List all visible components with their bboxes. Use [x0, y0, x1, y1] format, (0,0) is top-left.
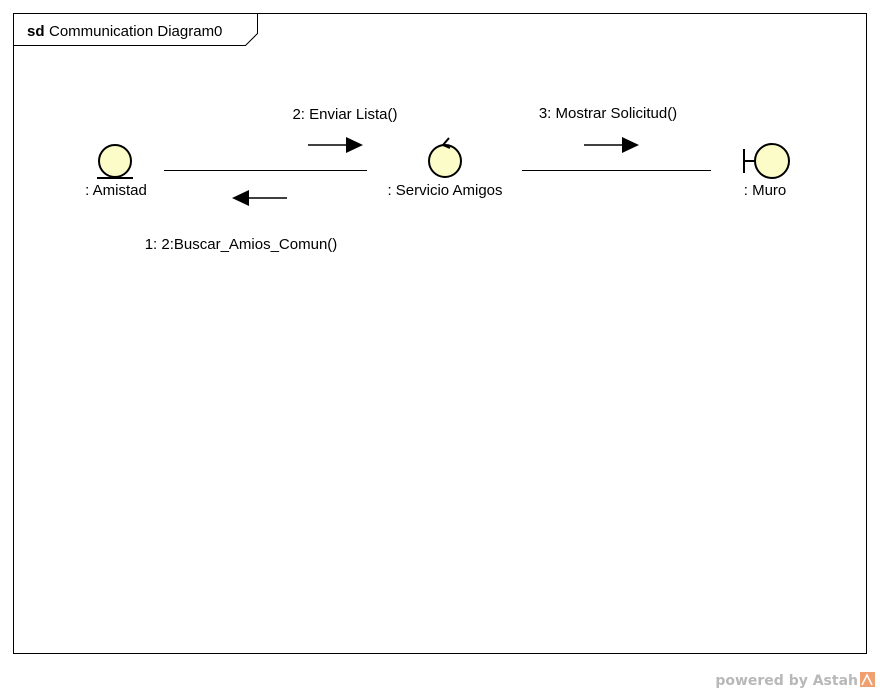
object-label-servicio-amigos: : Servicio Amigos: [387, 182, 502, 199]
object-amistad[interactable]: : Amistad: [85, 144, 147, 199]
diagram-frame: sd Communication Diagram0: [13, 13, 867, 654]
object-label-amistad: : Amistad: [85, 182, 147, 199]
frame-tab: [13, 13, 258, 46]
entity-icon: [97, 144, 133, 179]
arrow-right-icon: [584, 137, 639, 153]
message-label-enviar-lista: 2: Enviar Lista(): [292, 106, 397, 123]
watermark-text: powered by Astah: [715, 673, 858, 689]
object-servicio-amigos[interactable]: : Servicio Amigos: [387, 137, 503, 199]
message-label-buscar-amigos: 1: 2:Buscar_Amios_Comun(): [145, 236, 338, 253]
object-muro[interactable]: : Muro: [743, 143, 790, 199]
control-icon: [428, 137, 462, 178]
frame-keyword: sd: [27, 23, 45, 40]
message-label-mostrar-solicitud: 3: Mostrar Solicitud(): [539, 105, 677, 122]
frame-border: [13, 13, 867, 654]
boundary-icon: [743, 143, 790, 179]
message-mostrar-solicitud[interactable]: 3: Mostrar Solicitud(): [539, 105, 677, 153]
message-buscar-amigos[interactable]: 1: 2:Buscar_Amios_Comun(): [145, 190, 338, 253]
object-label-muro: : Muro: [744, 182, 787, 199]
frame-title: Communication Diagram0: [49, 23, 222, 40]
arrow-right-icon: [308, 137, 363, 153]
message-enviar-lista[interactable]: 2: Enviar Lista(): [292, 106, 398, 153]
astah-watermark: powered by Astah: [715, 672, 875, 689]
astah-logo-icon: [860, 672, 875, 687]
arrow-left-icon: [232, 190, 287, 206]
